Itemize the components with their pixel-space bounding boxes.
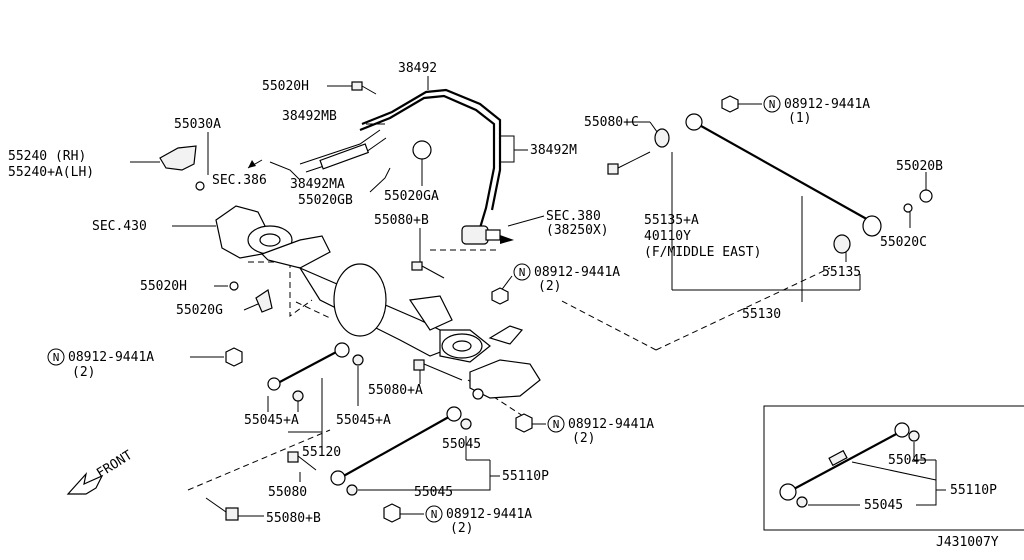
label-inset-55110p: 55110P [950, 483, 997, 498]
label-55020g: 55020G [176, 303, 223, 318]
label-55045-1: 55045 [442, 437, 481, 452]
label-55080: 55080 [268, 485, 307, 500]
label-55045-2: 55045 [414, 485, 453, 500]
nut-symbols: N N N N N [47, 95, 781, 523]
label-40110y: 40110Y [644, 229, 691, 244]
label-08912-bottom: 08912-9441A [446, 507, 532, 522]
label-55020ga: 55020GA [384, 189, 439, 204]
inset-box [763, 405, 1024, 531]
label-08912-center: 08912-9441A [534, 265, 620, 280]
n-symbol-center: N [513, 263, 531, 281]
label-55020h-mid: 55020H [140, 279, 187, 294]
label-55080b-top: 55080+B [374, 213, 429, 228]
svg-text:N: N [769, 98, 776, 111]
label-55080a: 55080+A [368, 383, 423, 398]
label-55130: 55130 [742, 307, 781, 322]
n-symbol-left: N [47, 348, 65, 366]
label-08912-right-qty: (1) [788, 111, 811, 126]
label-08912-center-qty: (2) [538, 279, 561, 294]
label-38492: 38492 [398, 61, 437, 76]
label-inset-55045-2: 55045 [864, 498, 903, 513]
label-55240: 55240 (RH) [8, 149, 86, 164]
label-08912-bottom-qty: (2) [450, 521, 473, 536]
part-labels: 38492 55020H 38492MB 55030A 55240 (RH) 5… [8, 61, 999, 550]
label-38492m: 38492M [530, 143, 577, 158]
label-55045a-1: 55045+A [244, 413, 299, 428]
label-55120: 55120 [302, 445, 341, 460]
label-08912-mid-right-qty: (2) [572, 431, 595, 446]
diagram-id: J431007Y [936, 535, 999, 550]
label-55020gb: 55020GB [298, 193, 353, 208]
label-55030a: 55030A [174, 117, 221, 132]
svg-text:N: N [431, 508, 438, 521]
svg-text:N: N [519, 266, 526, 279]
label-55080b-bottom: 55080+B [266, 511, 321, 526]
svg-text:N: N [553, 418, 560, 431]
label-sec386: SEC.386 [212, 173, 267, 188]
n-symbol-right: N [763, 95, 781, 113]
label-f-middle-east: (F/MIDDLE EAST) [644, 245, 761, 260]
label-55135a: 55135+A [644, 213, 699, 228]
label-sec380-sub: (38250X) [546, 223, 609, 238]
label-08912-mid-right: 08912-9441A [568, 417, 654, 432]
svg-text:N: N [53, 351, 60, 364]
label-55240a: 55240+A(LH) [8, 165, 94, 180]
label-08912-left: 08912-9441A [68, 350, 154, 365]
label-55020c: 55020C [880, 235, 927, 250]
leader-lines [130, 76, 927, 517]
label-sec380: SEC.380 [546, 209, 601, 224]
label-55135: 55135 [822, 265, 861, 280]
n-symbol-mid-right: N [547, 415, 565, 433]
label-front: FRONT [94, 448, 135, 482]
label-38492mb: 38492MB [282, 109, 337, 124]
n-symbol-bottom: N [425, 505, 443, 523]
label-55045a-2: 55045+A [336, 413, 391, 428]
label-55080c: 55080+C [584, 115, 639, 130]
label-sec430: SEC.430 [92, 219, 147, 234]
label-55020b: 55020B [896, 159, 943, 174]
label-08912-right: 08912-9441A [784, 97, 870, 112]
label-08912-left-qty: (2) [72, 365, 95, 380]
label-55020h-top: 55020H [262, 79, 309, 94]
label-55110p: 55110P [502, 469, 549, 484]
label-38492ma: 38492MA [290, 177, 345, 192]
label-inset-55045-1: 55045 [888, 453, 927, 468]
parts [66, 81, 933, 523]
